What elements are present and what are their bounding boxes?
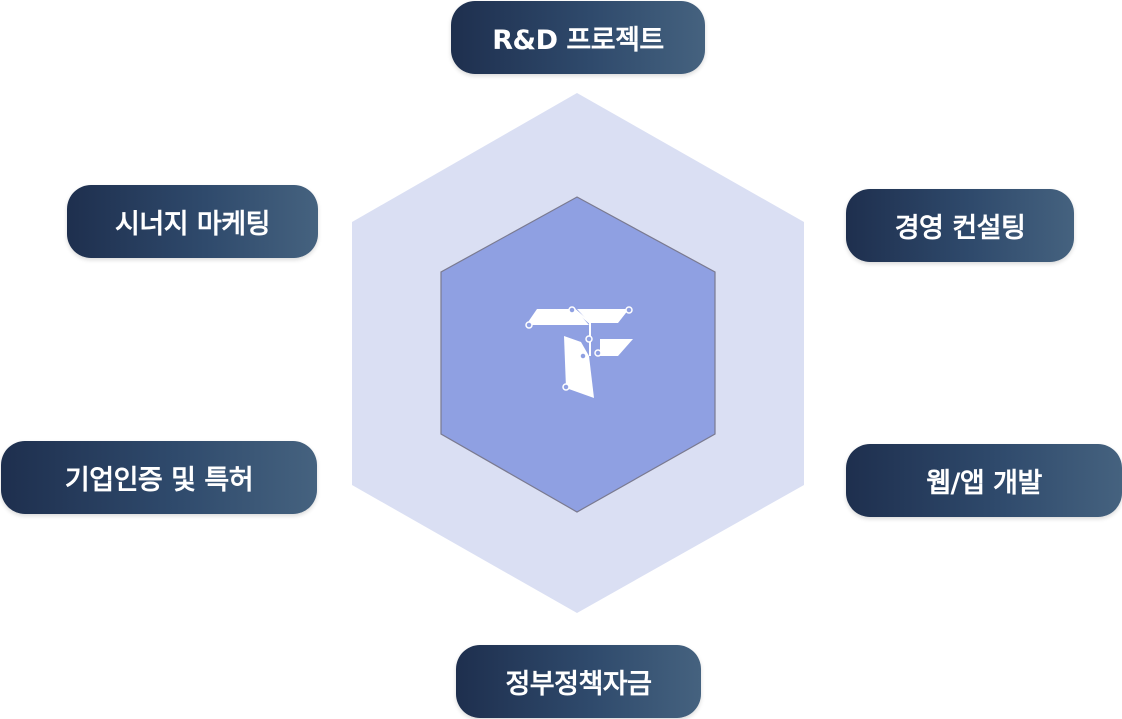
t-logo-icon [525,306,633,398]
government-funding-button[interactable]: 정부정책자금 [456,645,701,718]
rnd-project-button[interactable]: R&D 프로젝트 [451,1,705,74]
management-consulting-button[interactable]: 경영 컨설팅 [846,189,1074,262]
synergy-marketing-button[interactable]: 시너지 마케팅 [67,185,318,258]
web-app-development-button[interactable]: 웹/앱 개발 [846,444,1122,517]
certification-patent-button[interactable]: 기업인증 및 특허 [1,441,317,514]
